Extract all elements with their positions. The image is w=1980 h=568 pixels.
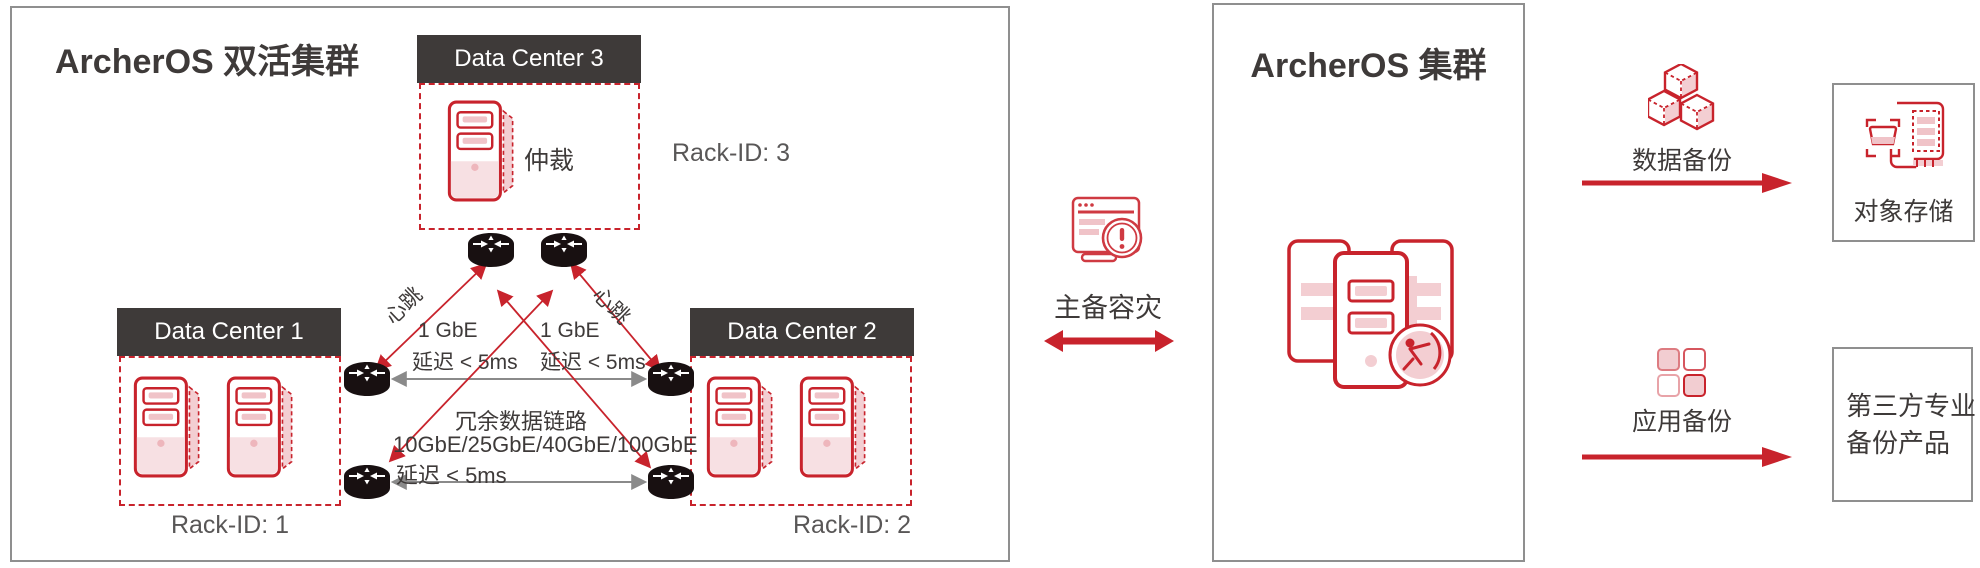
switch-icon [648,465,694,499]
latency-right-label: 延迟 < 5ms [540,351,646,374]
switch-icon [541,233,587,267]
third-party-backup-box: 第三方专业 备份产品 [1832,347,1977,502]
latency-bottom-label: 延迟 < 5ms [396,463,507,488]
left-panel-title: ArcherOS 双活集群 [55,43,360,81]
app-grid-icon [1657,348,1706,397]
dr-mode-label: 主备容灾 [1054,293,1162,323]
server-icon [133,376,200,478]
data-backup-arrow-icon [1582,173,1792,193]
dc2-dashed-box [690,356,912,506]
redundant-link-title: 冗余数据链路 [455,409,588,434]
dc1-dashed-box [119,356,341,506]
latency-left-label: 延迟 < 5ms [412,351,518,374]
bidirectional-arrow-icon [1044,330,1174,352]
disaster-alert-icon [1071,196,1143,263]
switch-icon [648,362,694,396]
cluster-servers-icon [1287,239,1454,389]
switch-icon [344,465,390,499]
app-backup-arrow-icon [1582,447,1792,467]
server-icon [799,376,866,478]
gbe-right-label: 1 GbE [540,319,600,342]
gbe-left-label: 1 GbE [418,319,478,342]
data-cubes-icon [1648,64,1715,131]
server-icon [226,376,293,478]
data-backup-label: 数据备份 [1631,147,1732,175]
redundant-link-speeds: 10GbE/25GbE/40GbE/100GbE [393,432,698,457]
server-icon [447,100,514,202]
dc1-rack-id: Rack-ID: 1 [170,511,290,539]
object-storage-icon [1865,101,1944,169]
dc3-header: Data Center 3 [417,35,641,83]
dc3-dashed-box [419,83,640,230]
dc3-rack-id: Rack-ID: 3 [672,139,791,167]
third-party-line1: 第三方专业 [1846,390,1977,421]
dc1-header: Data Center 1 [117,308,341,356]
cross-link-right-line [496,289,652,469]
dc2-header: Data Center 2 [690,308,914,356]
object-storage-box: 对象存储 [1832,83,1975,242]
right-panel-title: ArcherOS 集群 [1250,47,1487,85]
app-backup-label: 应用备份 [1631,408,1732,436]
dc2-rack-id: Rack-ID: 2 [793,511,912,539]
arbiter-label: 仲裁 [524,147,575,175]
switch-icon [344,362,390,396]
switch-icon [468,233,514,267]
object-storage-label: 对象存储 [1853,198,1954,226]
third-party-line2: 备份产品 [1846,427,1951,458]
server-icon [706,376,773,478]
